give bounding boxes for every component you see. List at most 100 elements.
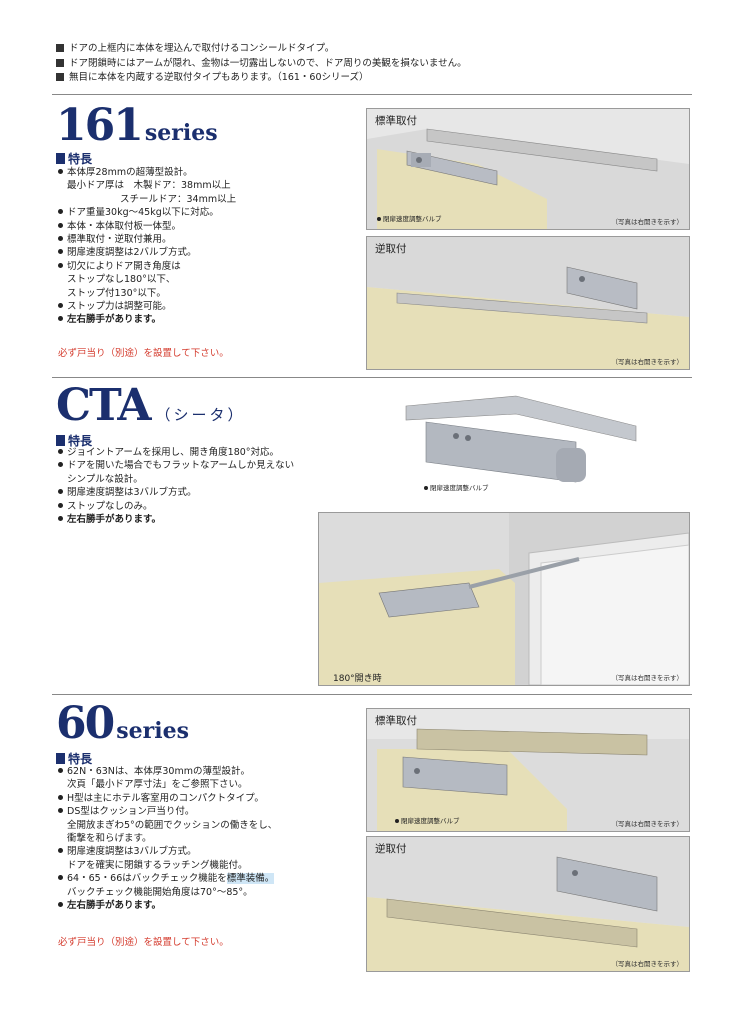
photo-standard-mount: 標準取付 閉扉速度調整バルブ （写真は右開きを示す）: [366, 108, 690, 230]
series-161-features: 本体厚28mmの超薄型設計。 最小ドア厚は 木製ドア：38mm以上 スチールドア…: [58, 166, 236, 327]
list-item-continuation: ストップ付130°以下。: [67, 287, 166, 299]
square-bullet-icon: [56, 435, 65, 446]
bullet-icon: [377, 217, 381, 221]
bullet-icon: [58, 768, 63, 773]
bullet-icon: [58, 236, 63, 242]
list-item-continuation: 最小ドア厚は 木製ドア：38mm以上: [67, 180, 231, 192]
bullet-icon: [395, 819, 399, 823]
photo-title: 標準取付: [375, 715, 417, 727]
list-item: 閉扉速度調整は2バルブ方式。: [58, 246, 236, 259]
valve-label: 閉扉速度調整バルブ: [424, 482, 489, 492]
feature-heading: 特長: [56, 432, 92, 449]
square-bullet-icon: [56, 44, 64, 52]
photo-caption: （写真は右開きを示す）: [611, 358, 684, 366]
door-closer-illustration: [367, 237, 689, 369]
door-closer-illustration: [367, 128, 689, 229]
list-item: H型は主にホテル客室用のコンパクトタイプ。: [58, 792, 277, 805]
valve-label: 閉扉速度調整バルブ: [395, 815, 460, 825]
bullet-icon: [58, 794, 63, 800]
divider: [52, 94, 692, 95]
list-item-continuation: バックチェック機能開始角度は70°～85°。: [67, 886, 253, 898]
bullet-icon: [58, 249, 63, 255]
list-item: ドアを開いた場合でもフラットなアームしか見えない: [58, 459, 294, 472]
series-cta-title: CTA（シータ）: [56, 380, 246, 431]
photo-caption: （写真は右開きを示す）: [611, 218, 684, 226]
list-item: ドア重量30kg～45kg以下に対応。: [58, 206, 236, 219]
list-item: 本体・本体取付板一体型。: [58, 220, 236, 233]
photo-title: 標準取付: [375, 115, 417, 127]
intro-line-2: ドア閉鎖時にはアームが隠れ、金物は一切露出しないので、ドア周りの美観を損ないませ…: [56, 57, 716, 72]
photo-reverse-mount: 逆取付 （写真は右開きを示す）: [366, 236, 690, 370]
photo-caption: （写真は右開きを示す）: [611, 820, 684, 828]
cta-product-illustration: [405, 395, 637, 483]
square-bullet-icon: [56, 58, 64, 67]
intro-line-1: ドアの上框内に本体を埋込んで取付けるコンシールドタイプ。: [56, 42, 716, 57]
valve-label: 閉扉速度調整バルブ: [377, 213, 442, 223]
list-item: ストップなしのみ。: [58, 500, 294, 513]
list-item: 本体厚28mmの超薄型設計。: [58, 166, 236, 179]
bullet-icon: [58, 262, 63, 268]
highlighted-text: 標準装備。: [226, 873, 275, 885]
door-closer-illustration: [319, 513, 689, 685]
photo-reverse-mount: 逆取付 （写真は右開きを示す）: [366, 836, 690, 972]
bullet-icon: [58, 449, 63, 454]
bullet-icon: [424, 486, 428, 490]
list-item-continuation: スチールドア：34mm以上: [120, 193, 237, 205]
list-item: DS型はクッション戸当り付。: [58, 805, 277, 818]
square-bullet-icon: [56, 153, 65, 164]
bullet-icon: [58, 462, 63, 468]
photo-standard-mount: 標準取付 閉扉速度調整バルブ （写真は右開きを示す）: [366, 708, 690, 832]
list-item: 左右勝手があります。: [58, 513, 294, 526]
photo-180-open: 180°開き時 （写真は右開きを示す）: [318, 512, 690, 686]
bullet-icon: [58, 902, 63, 908]
bullet-icon: [58, 502, 63, 508]
photo-title: 逆取付: [375, 243, 407, 255]
series-60-features: 62N・63Nは、本体厚30mmの薄型設計。 次頁「最小ドア厚寸法」をご参照下さ…: [58, 765, 277, 912]
door-closer-illustration: [367, 837, 689, 971]
list-item: ジョイントアームを採用し、開き角度180°対応。: [58, 446, 294, 459]
list-item-continuation: 衝撃を和らげます。: [67, 833, 152, 845]
bullet-icon: [58, 222, 63, 228]
door-closer-illustration: [367, 728, 689, 831]
bullet-icon: [58, 875, 63, 881]
list-item: 左右勝手があります。: [58, 313, 236, 326]
list-item-continuation: 全開放まぎわ5°の範囲でクッションの働きをし、: [67, 819, 278, 831]
list-item-continuation: シンプルな設計。: [67, 473, 143, 485]
bullet-icon: [58, 169, 63, 174]
divider: [52, 694, 692, 695]
list-item-continuation: ストップなし180°以下、: [67, 274, 176, 286]
photo-caption: （写真は右開きを示す）: [611, 960, 684, 968]
square-bullet-icon: [56, 73, 64, 81]
warning-note: 必ず戸当り（別途）を設置して下さい。: [58, 937, 229, 948]
list-item: 閉扉速度調整は3バルブ方式。: [58, 486, 294, 499]
list-item: 標準取付・逆取付兼用。: [58, 233, 236, 246]
feature-heading: 特長: [56, 150, 92, 167]
divider: [52, 377, 692, 378]
list-item: 切欠によりドア開き角度は: [58, 260, 236, 273]
warning-note: 必ず戸当り（別途）を設置して下さい。: [58, 348, 229, 359]
square-bullet-icon: [56, 753, 65, 764]
bullet-icon: [58, 848, 63, 854]
bullet-icon: [58, 303, 63, 309]
list-item: 左右勝手があります。: [58, 899, 277, 912]
photo-caption: （写真は右開きを示す）: [611, 674, 684, 682]
list-item: 64・65・66はバックチェック機能を標準装備。: [58, 872, 277, 885]
list-item-continuation: 次頁「最小ドア厚寸法」をご参照下さい。: [67, 779, 248, 791]
intro-notes: ドアの上框内に本体を埋込んで取付けるコンシールドタイプ。 ドア閉鎖時にはアームが…: [56, 42, 716, 86]
photo-title: 逆取付: [375, 843, 407, 855]
bullet-icon: [58, 516, 63, 522]
photo-label: 180°開き時: [333, 674, 382, 684]
bullet-icon: [58, 808, 63, 814]
bullet-icon: [58, 209, 63, 215]
list-item: ストップ力は調整可能。: [58, 300, 236, 313]
list-item: 62N・63Nは、本体厚30mmの薄型設計。: [58, 765, 277, 778]
list-item: 閉扉速度調整は3バルブ方式。: [58, 845, 277, 858]
intro-line-3: 無目に本体を内蔵する逆取付タイプもあります。（161・60シリーズ）: [56, 71, 716, 86]
bullet-icon: [58, 316, 63, 322]
list-item-continuation: ドアを確実に閉鎖するラッチング機能付。: [67, 859, 248, 871]
feature-heading: 特長: [56, 750, 92, 767]
series-cta-features: ジョイントアームを採用し、開き角度180°対応。 ドアを開いた場合でもフラットな…: [58, 446, 294, 526]
bullet-icon: [58, 489, 63, 495]
